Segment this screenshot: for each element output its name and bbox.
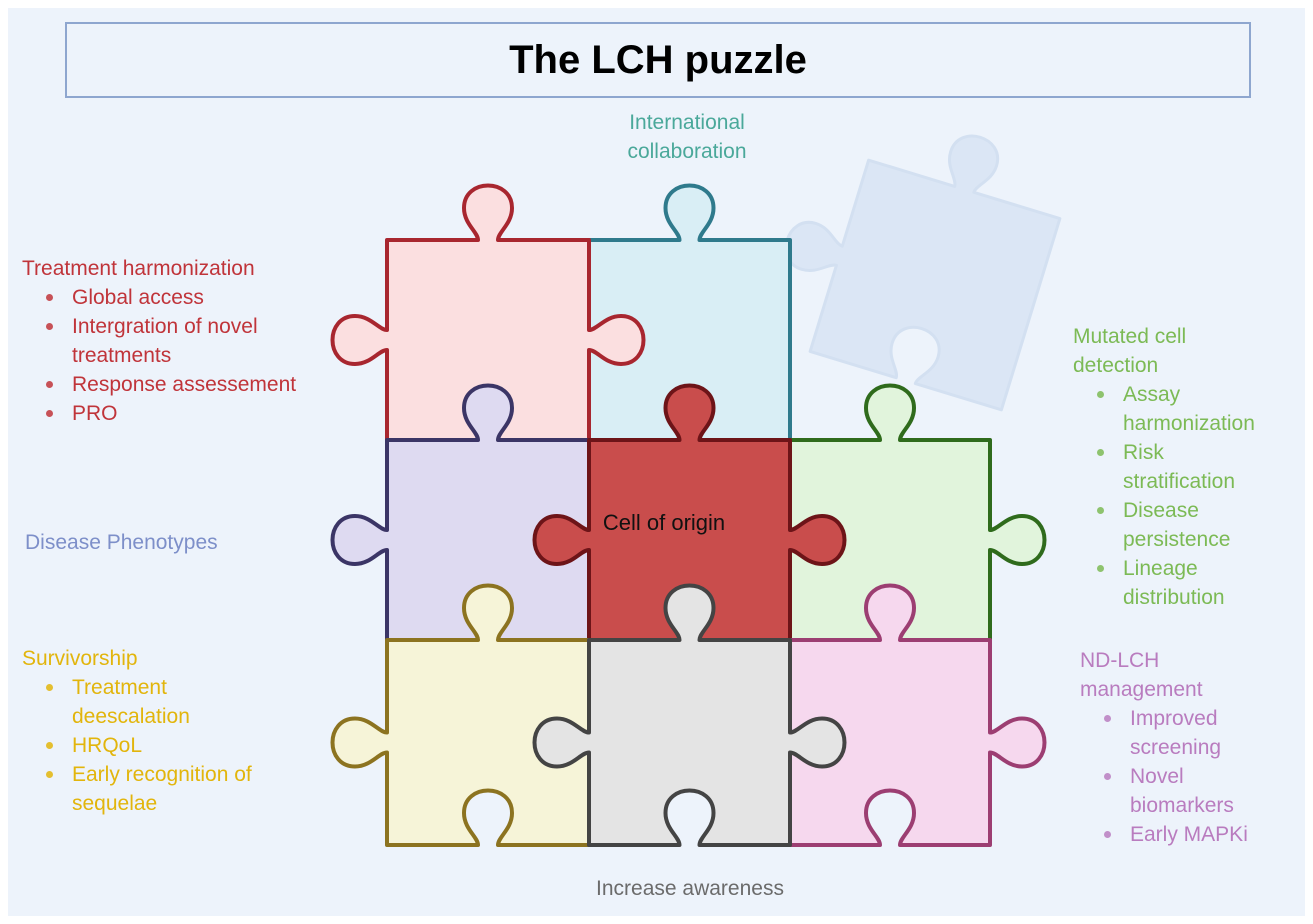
page-title: The LCH puzzle [509, 37, 807, 82]
item-text: Lineage [1123, 557, 1198, 580]
item-text: Assay [1123, 383, 1181, 406]
item-text: PRO [72, 402, 118, 425]
list-item: HRQoL [22, 731, 252, 760]
item-text: Intergration of novel [72, 315, 258, 338]
disease-phenotypes-label: Disease Phenotypes [25, 528, 218, 557]
item-text: Response assessement [72, 373, 297, 396]
item-text: treatments [72, 344, 172, 367]
item-text: Improved [1130, 707, 1218, 730]
survivorship-piece [330, 583, 591, 847]
treatment-piece [330, 183, 646, 442]
cell-of-origin-piece [532, 383, 847, 642]
item-text: HRQoL [72, 734, 143, 757]
item-text: Early MAPKi [1130, 823, 1248, 846]
list-item: Early recognition of sequelae [22, 760, 252, 818]
label-text: Increase awareness [596, 877, 784, 900]
block-heading: Mutated cell [1073, 325, 1187, 348]
item-text: Risk [1123, 441, 1164, 464]
international-collaboration-label: International collaboration [600, 108, 774, 166]
list-item: Intergration of novel treatments [22, 312, 296, 370]
item-text: deescalation [72, 705, 190, 728]
item-text: Treatment [72, 676, 167, 699]
list-item: Risk stratification [1073, 438, 1255, 496]
ghost-piece-shape [784, 134, 1062, 412]
list-item: Lineage distribution [1073, 554, 1255, 612]
list-item: Early MAPKi [1080, 820, 1248, 849]
label-text: Disease Phenotypes [25, 531, 218, 554]
block-heading: Treatment harmonization [22, 257, 255, 280]
item-text: sequelae [72, 792, 158, 815]
item-text: Early recognition of [72, 763, 252, 786]
title-box: The LCH puzzle [65, 22, 1251, 98]
list-item: Assay harmonization [1073, 380, 1255, 438]
item-text: Disease [1123, 499, 1199, 522]
treatment-harmonization-block: Treatment harmonization Global access In… [22, 254, 296, 428]
item-text: harmonization [1123, 412, 1255, 435]
ndlch-piece [788, 583, 1047, 847]
block-heading: Survivorship [22, 647, 138, 670]
mutated-cell-piece [788, 383, 1047, 642]
mutated-cell-detection-block: Mutated cell detection Assay harmonizatio… [1073, 322, 1255, 612]
label-line: collaboration [627, 140, 747, 163]
nd-lch-management-block: ND-LCH management Improved screening Nove… [1080, 646, 1248, 849]
list-item: Improved screening [1080, 704, 1248, 762]
list-item: Treatment deescalation [22, 673, 252, 731]
list-item: PRO [22, 399, 296, 428]
survivorship-block: Survivorship Treatment deescalation HRQoL… [22, 644, 252, 818]
item-text: Global access [72, 286, 204, 309]
ghost-puzzle-piece [784, 134, 1062, 412]
item-text: screening [1130, 736, 1222, 759]
list-item: Disease persistence [1073, 496, 1255, 554]
item-text: Novel [1130, 765, 1184, 788]
item-text: persistence [1123, 528, 1231, 551]
block-heading: detection [1073, 354, 1159, 377]
item-text: biomarkers [1130, 794, 1234, 817]
increase-awareness-label: Increase awareness [540, 874, 840, 903]
cell-of-origin-label: Cell of origin [602, 510, 726, 535]
item-text: distribution [1123, 586, 1225, 609]
block-heading: ND-LCH [1080, 649, 1160, 672]
list-item: Novel biomarkers [1080, 762, 1248, 820]
block-heading: management [1080, 678, 1203, 701]
list-item: Global access [22, 283, 296, 312]
label-line: International [629, 111, 745, 134]
awareness-piece [532, 583, 847, 847]
list-item: Response assessement [22, 370, 296, 399]
collaboration-piece [587, 183, 792, 442]
item-text: stratification [1123, 470, 1236, 493]
